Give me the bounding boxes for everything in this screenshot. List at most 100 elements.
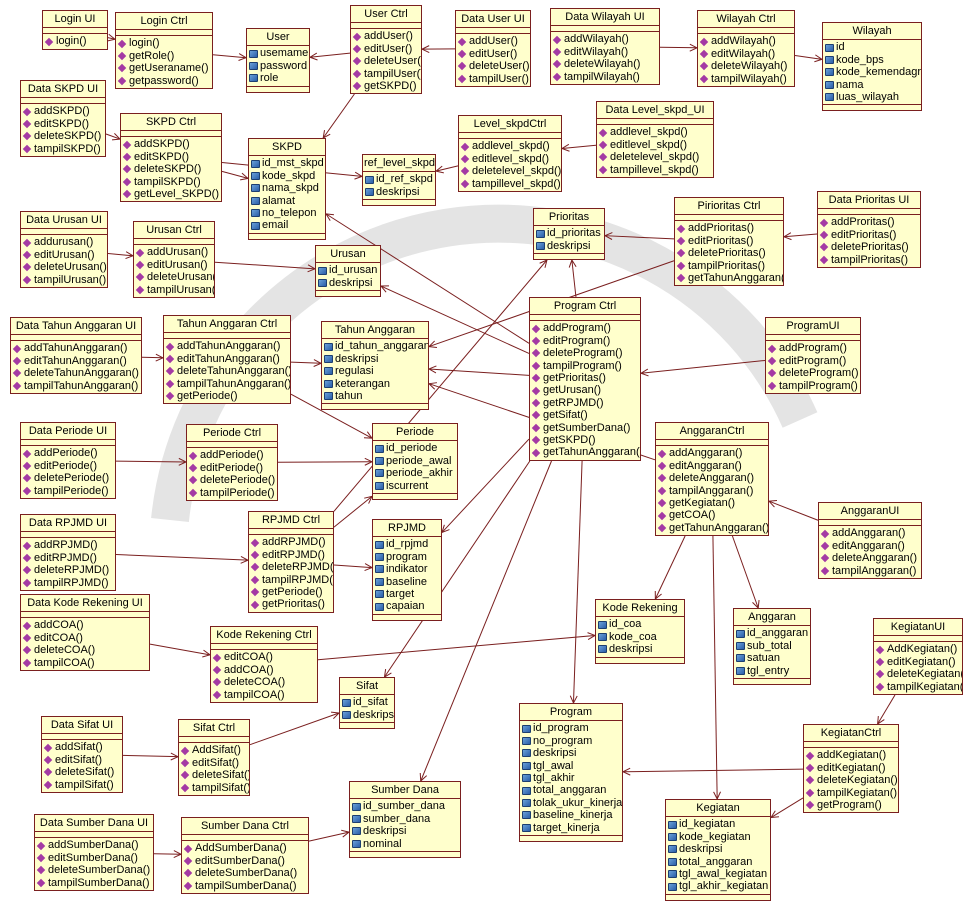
method-icon (553, 73, 563, 81)
method-icon (251, 588, 261, 596)
operation-row: editPrioritas() (820, 229, 918, 241)
method-icon (700, 62, 710, 70)
operation-text: tampilPrioritas() (688, 259, 766, 272)
operation-text: deletelevel_skpd() (610, 151, 700, 164)
operation-row: getpassword() (118, 75, 210, 87)
operation-row: deleteCOA() (23, 644, 147, 656)
association-tahun-ctrl-to-tahun-anggaran (290, 361, 322, 364)
operation-text: editProgram() (543, 334, 611, 347)
class-name: Data Sifat UI (42, 717, 122, 735)
class-name: User (247, 29, 309, 47)
operation-text: editSifat() (55, 753, 103, 766)
operation-compartment (520, 836, 622, 841)
class-name: Kode Rekening (596, 600, 684, 618)
attribute-text: id_periode (386, 442, 438, 455)
method-icon (189, 464, 199, 472)
operation-text: tampilUser() (364, 67, 422, 80)
method-icon (118, 77, 128, 85)
attribute-compartment (597, 119, 713, 126)
method-icon (768, 345, 778, 353)
class-name: Periode Ctrl (187, 425, 277, 443)
method-icon (658, 512, 668, 520)
operation-text: addPeriode() (34, 447, 98, 460)
arrow-head-icon (560, 143, 570, 152)
attribute-icon (825, 68, 834, 77)
attribute-icon (365, 175, 374, 184)
operation-row: getPrioritas() (532, 372, 638, 384)
operation-text: tampilSumberDana() (48, 876, 150, 889)
operation-text: getSifat() (543, 409, 588, 422)
operation-text: getPeriode() (262, 586, 323, 599)
attribute-compartment (675, 215, 783, 222)
attribute-compartment (121, 131, 221, 138)
attribute-icon (825, 56, 834, 65)
class-name: Data Wilayah UI (551, 9, 659, 27)
operation-row: tampilUrusan() (136, 284, 214, 296)
method-icon (23, 622, 33, 630)
method-icon (532, 337, 542, 345)
arrow-head-icon (379, 285, 390, 293)
attribute-row: id_anggaran (736, 627, 808, 639)
attribute-text: nama_skpd (262, 182, 319, 195)
attribute-text: tgl_entry (747, 664, 790, 677)
operation-row: getPeriode() (251, 586, 331, 598)
attribute-row: indikator (375, 563, 439, 575)
operation-text: deleteUrusan() (147, 271, 215, 284)
attribute-text: deskripsi (533, 747, 577, 760)
attribute-icon (352, 827, 361, 836)
attribute-icon (375, 590, 384, 599)
attribute-row: total_anggaran (668, 856, 768, 868)
attribute-row: nama_skpd (251, 182, 323, 194)
class-name: Kode Rekening Ctrl (211, 627, 317, 645)
